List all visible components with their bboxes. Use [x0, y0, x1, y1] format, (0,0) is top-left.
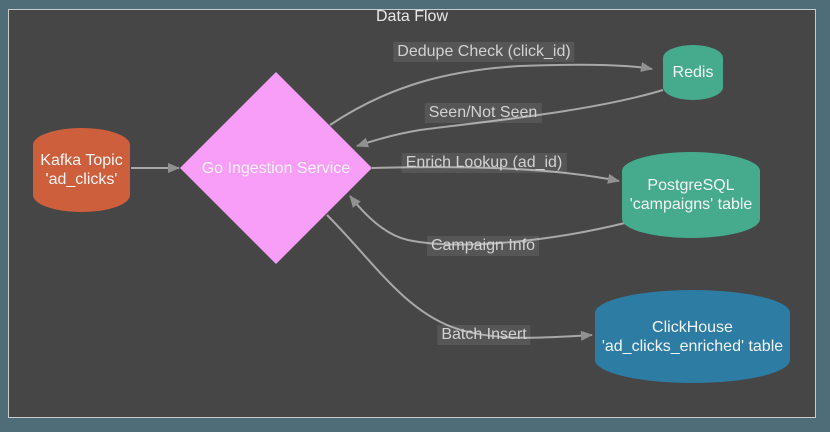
node-label: PostgreSQL: [647, 177, 735, 194]
edge-label-seen-not-seen: Seen/Not Seen: [424, 103, 542, 123]
edge-label-campaign-info: Campaign Info: [426, 236, 540, 256]
postgresql-node: PostgreSQL 'campaigns' table: [622, 152, 760, 238]
kafka-topic-node: Kafka Topic 'ad_clicks': [33, 128, 130, 212]
node-label: ClickHouse: [652, 318, 733, 336]
edge-label-dedupe-check: Dedupe Check (click_id): [393, 42, 575, 62]
diagram-title: Data Flow: [375, 8, 449, 25]
node-label: Go Ingestion Service: [201, 159, 351, 177]
edge-label-enrich-lookup: Enrich Lookup (ad_id): [401, 153, 567, 173]
node-label: 'ad_clicks_enriched' table: [601, 337, 784, 355]
node-label: Redis: [672, 64, 714, 81]
edge-label-batch-insert: Batch Insert: [437, 325, 531, 345]
redis-node: Redis: [663, 45, 723, 100]
node-label: Kafka Topic: [40, 152, 123, 169]
node-label: 'ad_clicks': [45, 171, 118, 188]
node-label: 'campaigns' table: [629, 196, 753, 213]
clickhouse-node: ClickHouse 'ad_clicks_enriched' table: [595, 290, 790, 383]
